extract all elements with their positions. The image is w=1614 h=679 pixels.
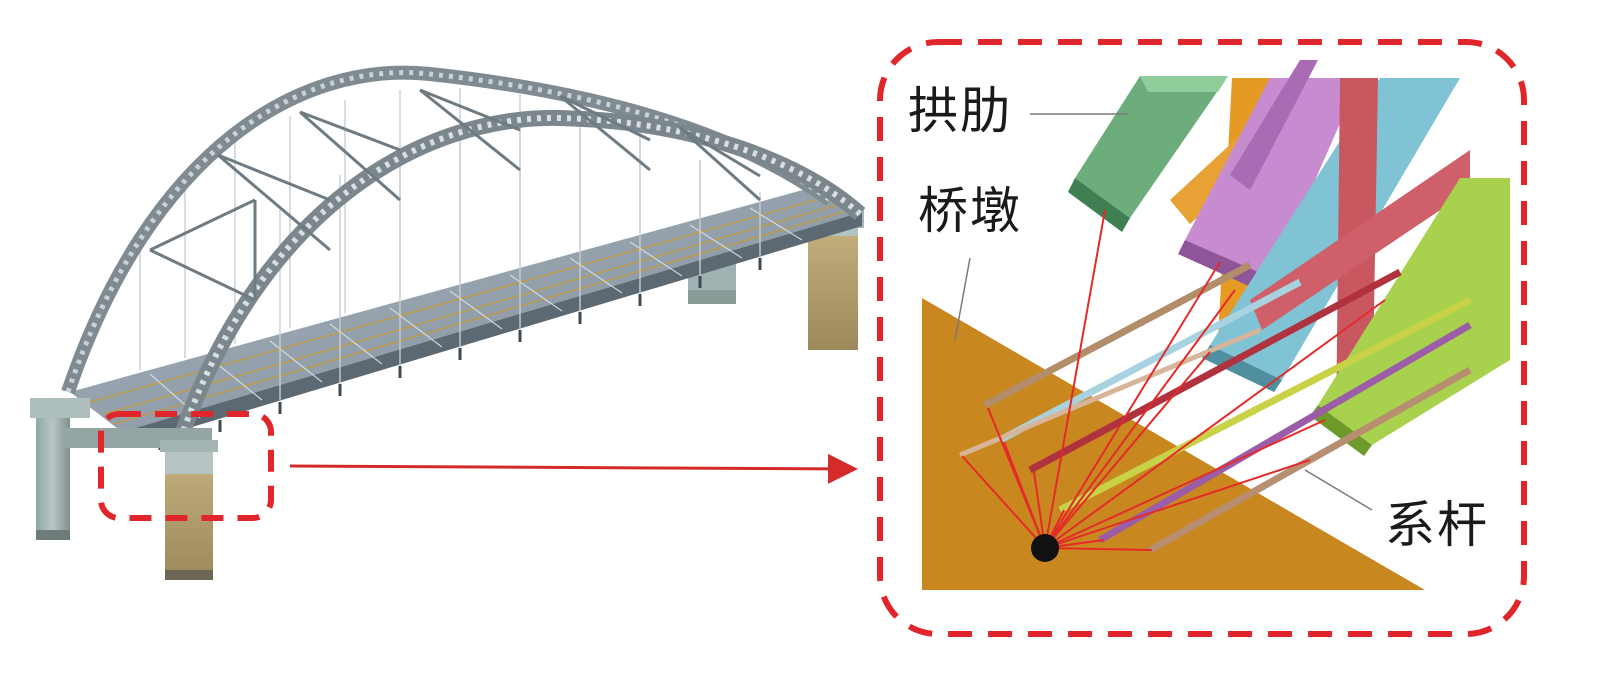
pink-member: [1178, 60, 1360, 292]
pointer-arrow: [289, 453, 858, 484]
green-arch-member: [1068, 76, 1228, 232]
label-arch-rib: 拱肋: [908, 82, 1012, 140]
leader-lines: [954, 113, 1373, 511]
anchor-node: [1031, 534, 1059, 562]
detail-frame: [877, 39, 1527, 637]
highlight-region: [98, 411, 274, 521]
front-arch-rib: [172, 109, 866, 443]
detail-view: [877, 39, 1527, 637]
label-pier: 桥墩: [918, 182, 1022, 240]
label-tie-rod: 系杆: [1385, 496, 1489, 554]
bridge-model: [30, 65, 866, 580]
wind-bracing: [149, 88, 762, 302]
